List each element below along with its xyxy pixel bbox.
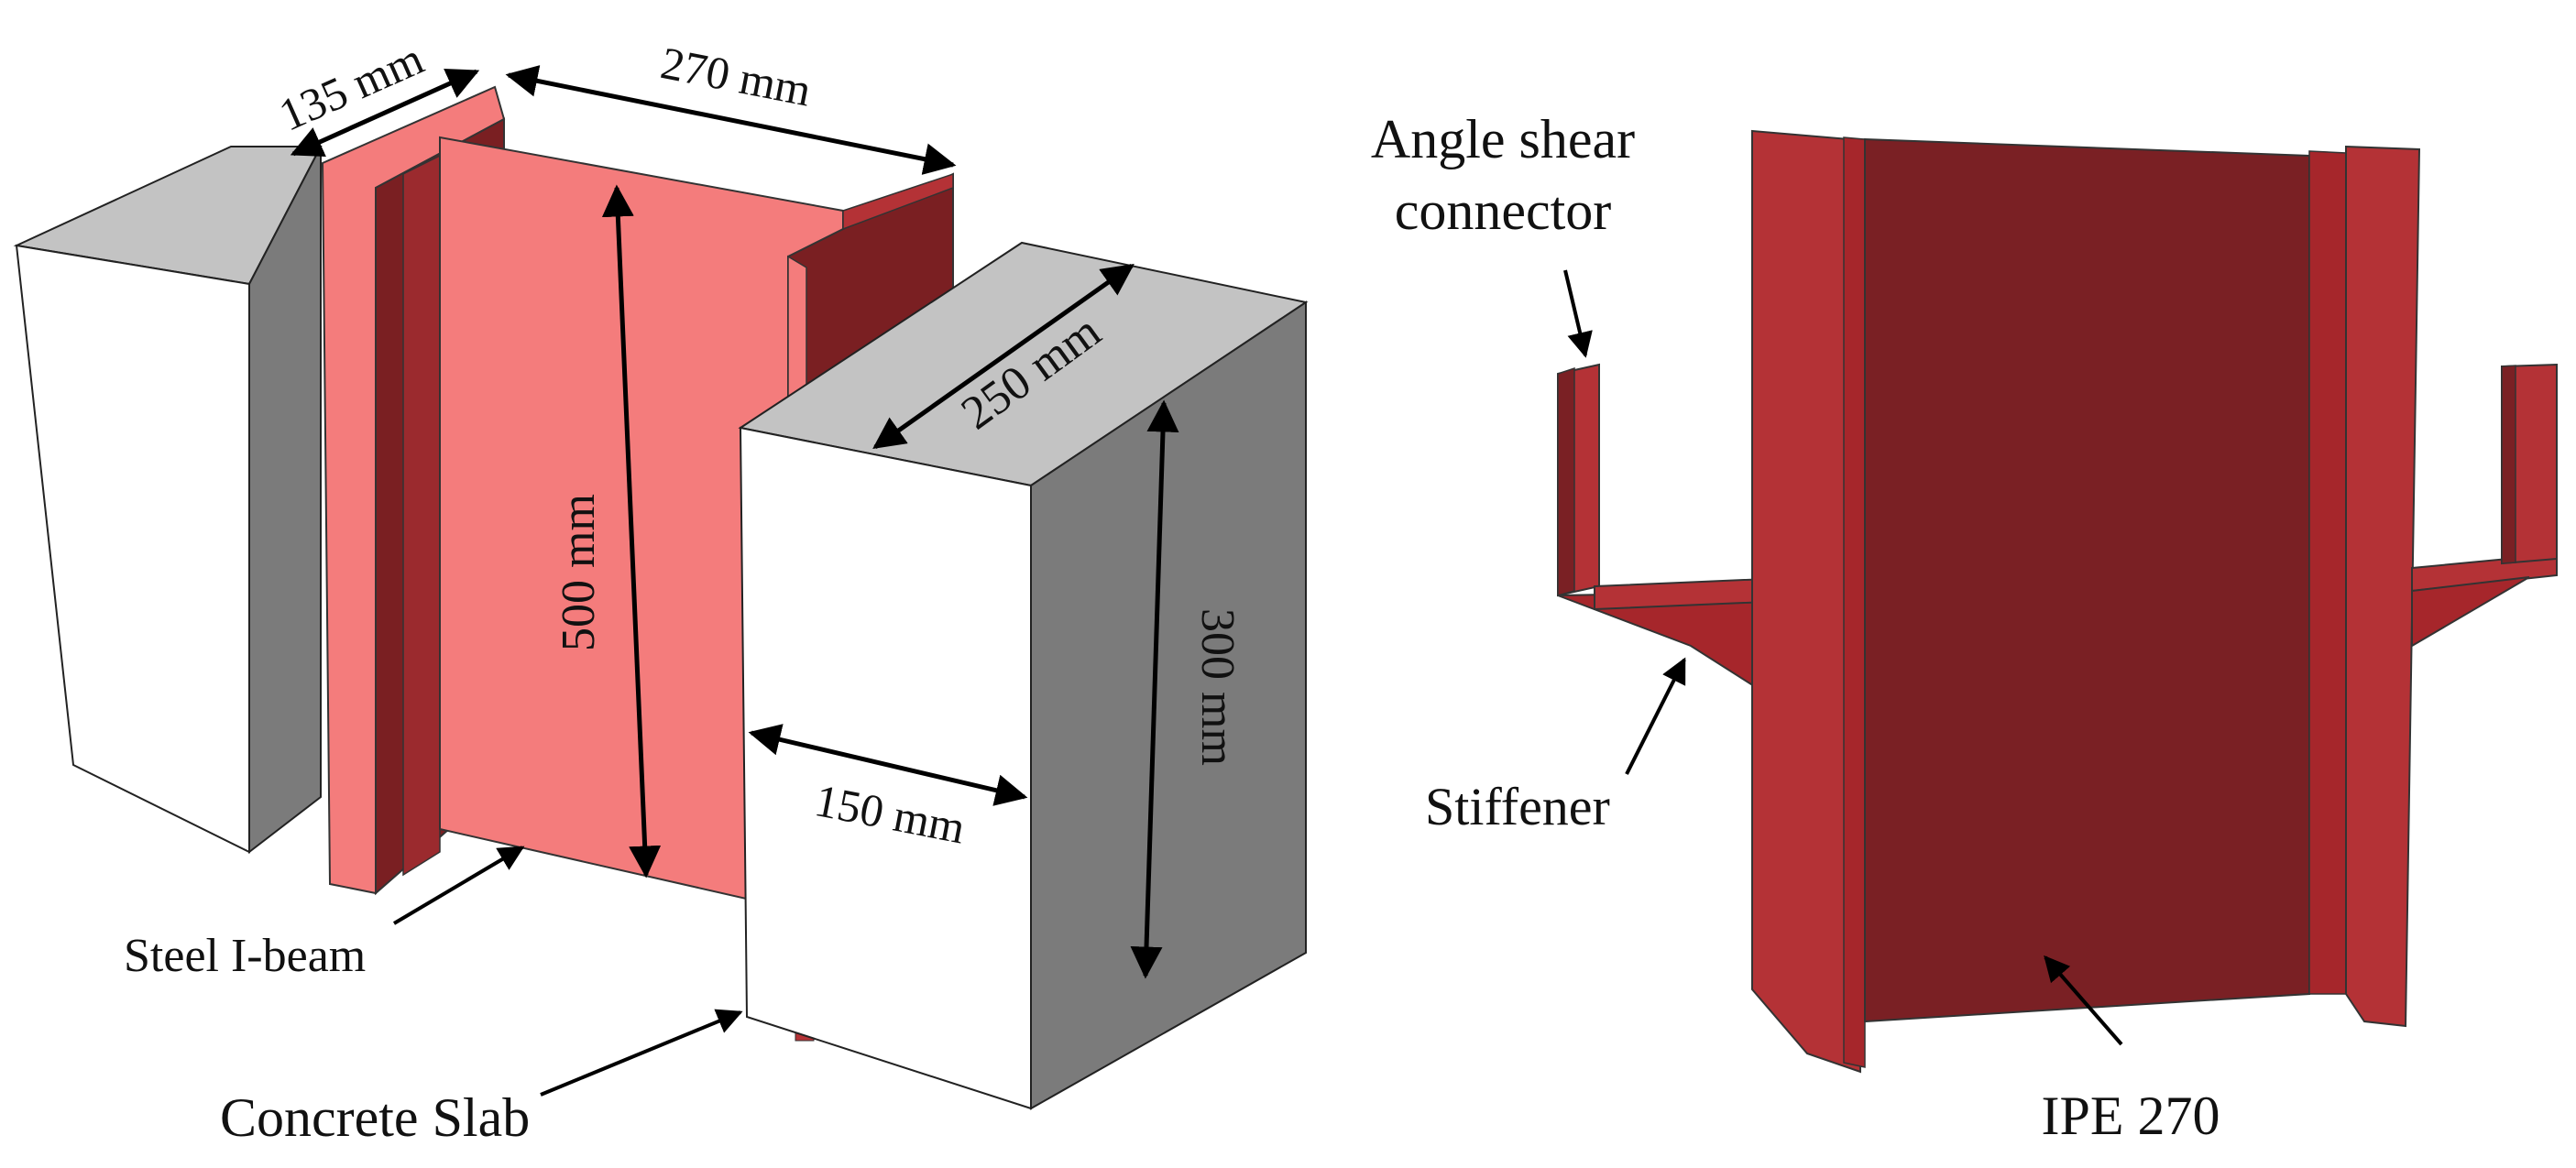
left-assembly: 135 mm 270 mm 500 mm 250 mm 300 mm 150 m… [13,32,1309,1148]
label-angle-shear: Angle shear [1371,109,1635,169]
ipe-left-flange-inner [1843,136,1866,1068]
back-concrete-slab [13,146,323,855]
label-steel-i-beam: Steel I-beam [124,930,366,982]
dim-arrow-135mm [290,68,480,158]
dim-label-270mm: 270 mm [657,37,816,116]
right-connector-upright-edge [2501,365,2516,564]
ipe-left-flange-outer [1751,129,1861,1074]
dim-label-500mm: 500 mm [553,494,605,651]
label-concrete-slab: Concrete Slab [220,1087,530,1148]
back-slab-front-face [15,244,250,854]
dim-arrow-300mm [1130,399,1179,979]
beam-left-flange-edge [402,154,441,877]
left-connector-upright-edge [1557,366,1575,596]
dim-arrow-270mm [505,65,957,175]
right-assembly: Angle shear connector Stiffener IPE 270 [1371,109,2558,1146]
front-slab-front-face [739,426,1032,1110]
callout-arrow-stiffener [1625,657,1686,775]
right-stiffener-plate [2411,576,2530,648]
callout-arrow-concrete-slab [540,1009,743,1097]
callout-arrow-steel-beam [392,846,525,925]
right-angle-connector [2411,363,2558,648]
ipe-web [1864,137,2310,1023]
label-ipe-270: IPE 270 [2042,1086,2220,1146]
dim-arrow-150mm [748,724,1028,806]
callout-arrow-angle-connector [1563,269,1593,358]
dim-label-300mm: 300 mm [1191,608,1244,766]
label-connector: connector [1395,180,1612,241]
beam-right-flange-top [842,172,954,231]
dim-arrow-250mm [872,263,1135,450]
dimension-arrows [290,65,1179,979]
callout-arrow-ipe270 [2044,955,2123,1046]
dim-label-135mm: 135 mm [271,32,431,140]
label-stiffener: Stiffener [1425,777,1610,836]
ipe-section [1751,129,2421,1074]
dim-arrow-500mm [601,184,662,879]
ipe-right-flange-inner [2308,150,2347,995]
ipe-right-flange-outer [2345,145,2421,1028]
